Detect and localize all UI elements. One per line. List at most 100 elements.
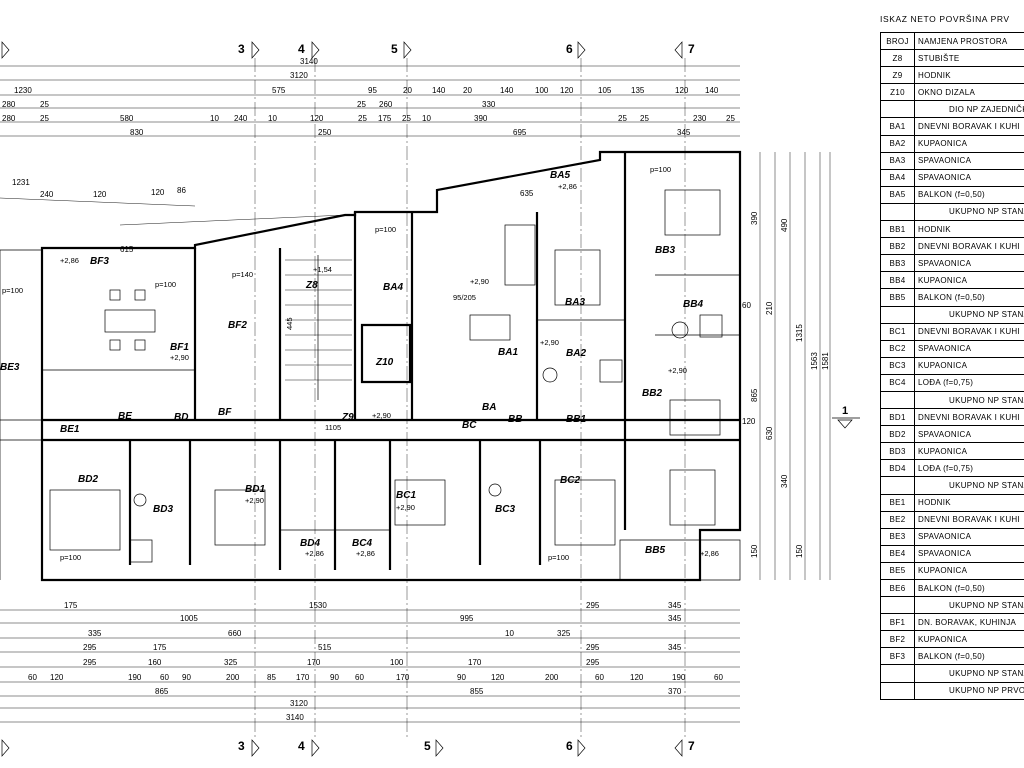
- dim-top-r5-1: 25: [40, 114, 49, 123]
- dim-top-r7-4: 86: [177, 186, 186, 195]
- label-BD4: BD4: [300, 538, 320, 549]
- axis-4-bottom: 4: [298, 739, 305, 753]
- dim-top-total: 3140: [300, 57, 318, 66]
- room-code: Z8: [880, 49, 915, 68]
- axis-markers-top: 3 4 5 6 7: [238, 42, 695, 56]
- dim-top-r3-7: 100: [535, 86, 549, 95]
- room-code: BD4: [880, 459, 915, 478]
- dim-bot-r4-2: 515: [318, 643, 332, 652]
- label-BB: BB: [508, 414, 522, 425]
- dim-bot-r6-14: 60: [595, 673, 604, 682]
- dim-right-11: 150: [750, 544, 759, 558]
- level-11: +2,90: [396, 503, 415, 512]
- room-purpose: LOĐA (f=0,75): [914, 459, 1024, 478]
- dim-top-r3-10: 135: [631, 86, 645, 95]
- dim-bot-r1-1: 1530: [309, 601, 327, 610]
- label-BD1: BD1: [245, 484, 265, 495]
- room-purpose: KUPAONICA: [914, 271, 1024, 290]
- room-purpose: HODNIK: [914, 493, 1024, 512]
- room-purpose: SPAVAONICA: [914, 544, 1024, 563]
- dim-top-r5-12: 25: [618, 114, 627, 123]
- building-walls: [0, 150, 742, 582]
- dim-right-10: 340: [780, 474, 789, 488]
- room-purpose: BALKON (f=0,50): [914, 185, 1024, 204]
- room-purpose: UKUPNO NP PRVOG KAT: [914, 681, 1024, 700]
- axis-5-top: 5: [391, 42, 398, 56]
- dim-top-r5-6: 120: [310, 114, 324, 123]
- room-purpose: BALKON (f=0,50): [914, 288, 1024, 307]
- table-row: UKUPNO NP STANA "BA": [880, 202, 1024, 222]
- room-purpose: UKUPNO NP STANA "BA": [914, 202, 1024, 222]
- dim-bot-r7-1: 855: [470, 687, 484, 696]
- stair-height-label: 445: [285, 317, 294, 330]
- dim-top-r3-11: 120: [675, 86, 689, 95]
- room-code: BE4: [880, 544, 915, 563]
- dim-top-r5-11: 390: [474, 114, 488, 123]
- axis-3-top: 3: [238, 42, 245, 56]
- table-header-row: BROJ NAMJENA PROSTORA: [880, 31, 1024, 51]
- stair-z8: 445: [285, 255, 352, 400]
- room-purpose: UKUPNO NP STANA "BC": [914, 390, 1024, 410]
- dim-right-3: 1563: [810, 352, 819, 370]
- dim-bot-r4-0: 295: [83, 643, 97, 652]
- dim-top-r3-2: 95: [368, 86, 377, 95]
- room-purpose: STUBIŠTE: [914, 49, 1024, 68]
- level-6: +2,86: [305, 549, 324, 558]
- dim-bot-r3-1: 660: [228, 629, 242, 638]
- room-code: BB1: [880, 220, 915, 239]
- room-code: BA5: [880, 185, 915, 204]
- axis-6-bottom: 6: [566, 739, 573, 753]
- dim-bot-r3-2: 10: [505, 629, 514, 638]
- dim-top-r3-12: 140: [705, 86, 719, 95]
- dim-top-r6-0: 830: [130, 128, 144, 137]
- label-BE3: BE3: [0, 362, 20, 373]
- dim-bot-r9: 3140: [286, 713, 304, 722]
- dim-bot-r3-0: 335: [88, 629, 102, 638]
- label-BA1: BA1: [498, 347, 518, 358]
- room-purpose: SPAVAONICA: [914, 527, 1024, 546]
- room-code: BE1: [880, 493, 915, 512]
- section-number: 1: [842, 405, 848, 417]
- label-BC4: BC4: [352, 538, 372, 549]
- table-row: UKUPNO NP STANA "BC": [880, 390, 1024, 410]
- label-BD2: BD2: [78, 474, 98, 485]
- level-2: +1,54: [313, 265, 332, 274]
- label-BF: BF: [218, 407, 232, 418]
- room-code: [880, 664, 915, 683]
- level-12: +2,90: [540, 338, 559, 347]
- room-labels: BA5 BA4 BA3 BA2 BA1 BA BB3 BB4 BB2 BB1 B…: [0, 170, 703, 556]
- room-code: BD1: [880, 408, 915, 427]
- dim-bot-r5-6: 295: [586, 658, 600, 667]
- room-purpose: HODNIK: [914, 66, 1024, 85]
- level-7: +2,86: [356, 549, 375, 558]
- label-BC3: BC3: [495, 504, 515, 515]
- dim-bot-r6-7: 170: [296, 673, 310, 682]
- room-purpose: DNEVNI BORAVAK I KUHI: [914, 117, 1024, 136]
- room-code: BB2: [880, 237, 915, 256]
- room-code: [880, 390, 915, 410]
- dimension-lines-bottom: 175 1530 295 345 1005 995 345 335 660 10…: [0, 601, 740, 723]
- dim-top-3120: 3120: [290, 71, 308, 80]
- room-purpose: SPAVAONICA: [914, 168, 1024, 187]
- room-code: BC1: [880, 322, 915, 341]
- level-0: +2,86: [60, 256, 79, 265]
- section-marker: 1: [832, 405, 860, 429]
- dim-right-6: 60: [742, 301, 751, 310]
- room-code: BD3: [880, 442, 915, 461]
